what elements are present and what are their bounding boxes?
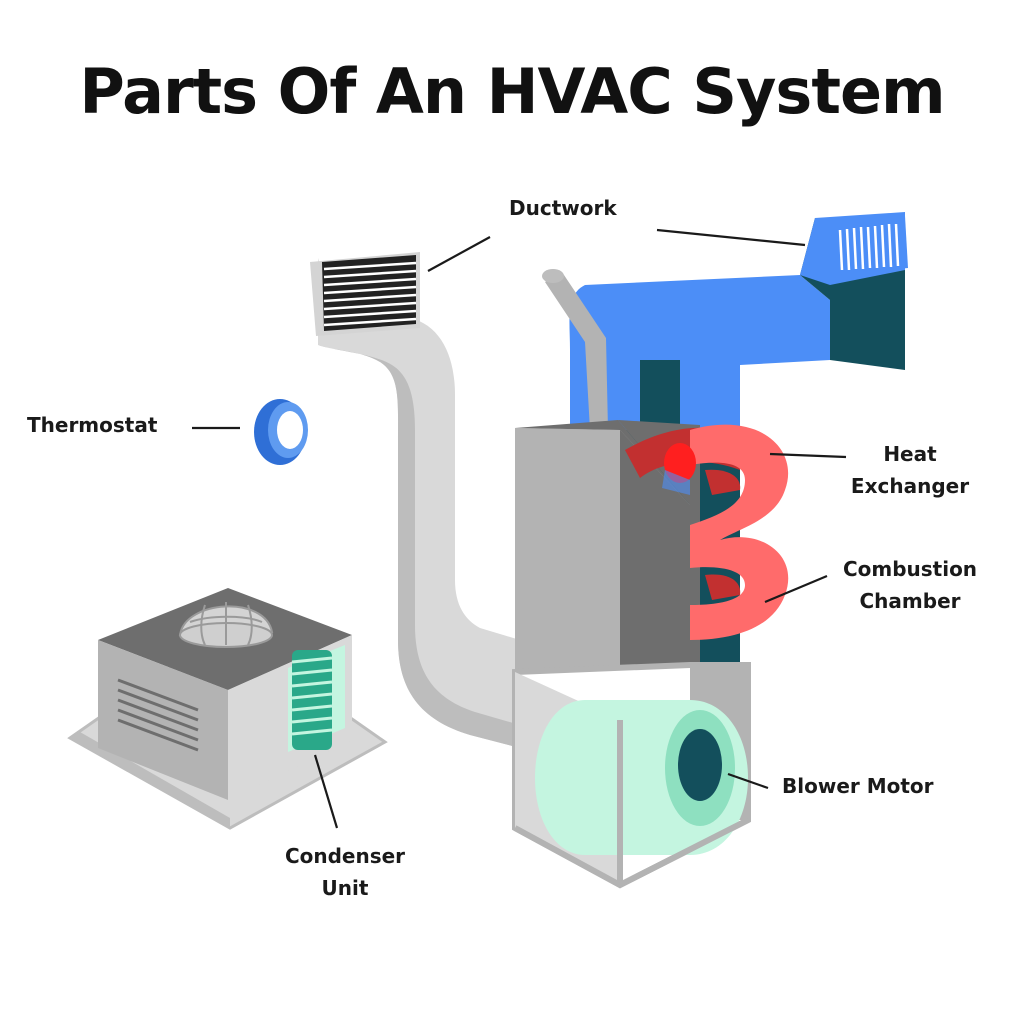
heat-exchanger-leader [769,452,847,459]
label-condenser-unit: Condenser Unit [270,840,420,904]
condenser-coil [291,650,333,750]
label-blower-motor: Blower Motor [782,774,934,798]
label-thermostat: Thermostat [27,413,158,437]
label-heat-exchanger: Heat Exchanger [840,438,980,502]
blower-leader [727,772,769,790]
page-title: Parts Of An HVAC System [79,55,945,128]
return-ductwork [310,252,520,748]
combustion-leader [764,574,828,604]
heat-exchanger [625,424,789,640]
ductwork-leader-left [427,236,491,272]
condenser-vents [117,678,199,752]
condenser-leader [313,754,339,829]
condenser-left-face [98,640,228,800]
label-condenser-line2: Unit [321,876,369,900]
label-combustion-line1: Combustion [842,557,978,581]
return-grille [310,252,420,336]
label-ductwork: Ductwork [509,196,617,220]
label-heat-exchanger-line1: Heat [883,442,937,466]
label-combustion-chamber: Combustion Chamber [830,553,990,617]
leader-lines [192,228,847,829]
condenser-fan [178,602,274,648]
return-duct-shade [318,345,520,748]
blower-motor [535,700,748,855]
flue-pipe [542,269,608,430]
label-combustion-line2: Chamber [859,589,961,613]
thermostat [254,399,308,465]
condenser-unit [67,588,388,830]
label-heat-exchanger-line2: Exchanger [850,474,970,498]
ductwork-leader-right [656,228,806,247]
blower-section [512,662,751,889]
label-condenser-line1: Condenser [284,844,406,868]
supply-register [830,216,908,275]
return-duct-body [318,258,520,748]
